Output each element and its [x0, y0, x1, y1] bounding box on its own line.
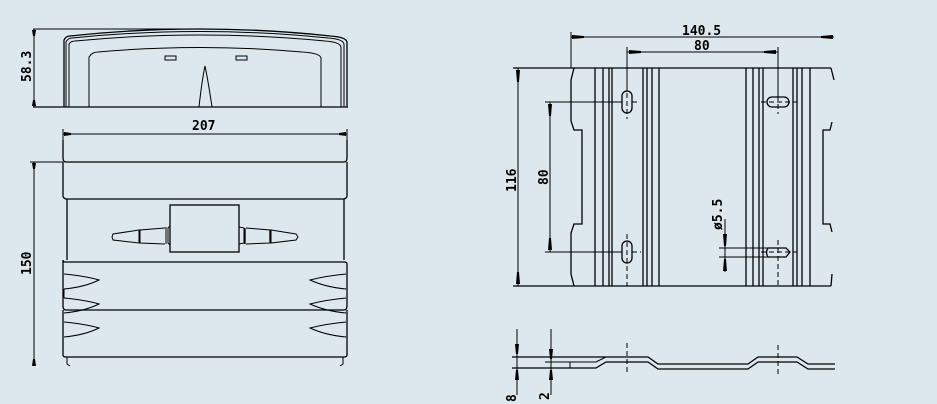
right-latch [245, 227, 271, 245]
right-grip-ridges [308, 273, 347, 338]
hole-bottom-left [545, 234, 641, 286]
right-ribs [745, 68, 811, 286]
hole-bottom-right [761, 240, 797, 286]
left-latch [139, 227, 166, 245]
center-window [169, 204, 240, 253]
dim-label-80-horizontal: 80 [694, 39, 710, 54]
hole-top-left [545, 85, 640, 119]
top-view: 58.3 207 [20, 28, 348, 140]
profile-top-line [512, 356, 835, 365]
left-grip-ridges [63, 273, 101, 338]
front-view: 150 [20, 140, 348, 367]
hole-top-right [761, 88, 797, 114]
profile-bottom-line [512, 361, 835, 370]
lid-band [62, 162, 348, 200]
dim-label-150: 150 [20, 251, 35, 275]
slot-right [235, 55, 248, 61]
dim-label-116: 116 [505, 168, 520, 192]
dim-label-58-3: 58.3 [20, 51, 35, 82]
side-profile-view: 8 2 [505, 329, 835, 402]
plate-left-edge [570, 67, 583, 287]
dim-label-8: 8 [505, 394, 520, 402]
dim-label-207: 207 [192, 119, 215, 134]
center-rib [198, 65, 213, 108]
dim-label-2: 2 [538, 392, 553, 400]
dim-label-hole-diameter: ø5.5 [711, 199, 726, 230]
left-ribs [594, 68, 660, 286]
dim-label-80-vertical: 80 [537, 169, 552, 185]
mounting-plate-view: 140.5 80 116 80 ø5.5 [505, 24, 835, 287]
slot-left [164, 55, 177, 61]
grip-section [62, 259, 348, 311]
dim-label-140-5: 140.5 [682, 24, 721, 39]
